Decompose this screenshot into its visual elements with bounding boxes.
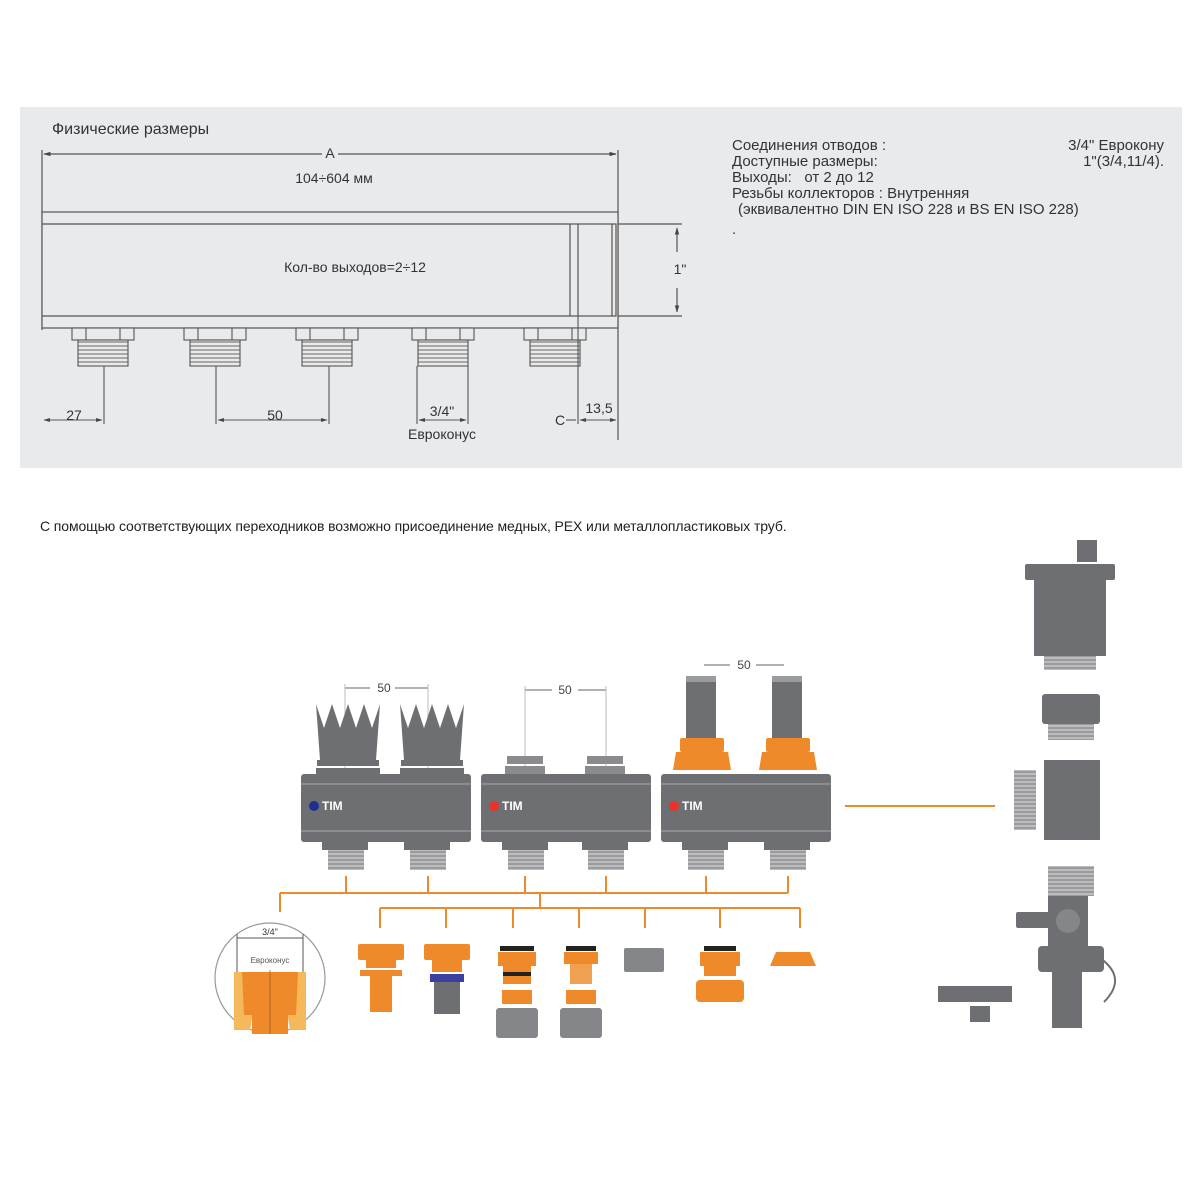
brand-label: TIM [682,799,703,813]
dimension-a-label: A [325,145,335,161]
adapter-multilayer [424,944,470,1014]
manifold-red-2: TIM [661,676,831,870]
spec-label: Доступные размеры: [732,153,878,170]
status-dot [489,801,499,811]
outlet-fitting [523,327,587,367]
dimension-thread: 3/4" [430,403,454,419]
spec-value: 3/4" Евроконy [1068,137,1164,154]
outlet-fittings [71,327,587,367]
spec-row: Доступные размеры: 1"(3/4,11/4). [732,154,1164,170]
spec-label: Соединения отводов : [732,137,886,154]
spec-value: 1"(3/4,11/4). [1083,153,1164,170]
manifold-dimension-drawing [41,150,682,440]
spec-label: Выходы: от 2 до 12 [732,169,874,186]
spec-row: . [732,222,1164,238]
spec-label: (эквивалентно DIN EN ISO 228 и BS EN ISO… [738,201,1079,218]
dimension-27: 27 [66,407,82,423]
outlets-count-label: Кол-во выходов=2÷12 [284,259,426,275]
eurocone-detail-circle [214,922,326,1034]
adapter-plug [624,948,664,972]
spec-row: Выходы: от 2 до 12 [732,170,1164,186]
adapter-compression-2 [560,946,602,1038]
air-vent-drain-assembly [938,540,1116,1028]
manifold-body-outline [41,211,619,329]
spec-row: Резьбы коллекторов : Внутренняя [732,186,1164,202]
physical-dimensions-title: Физические размеры [52,121,210,138]
adapter-branch-lines [279,876,801,928]
spacing-label: 50 [737,658,751,672]
spec-label: Резьбы коллекторов : Внутренняя [732,185,970,202]
brand-label: TIM [502,799,523,813]
spec-trailing-mark: . [732,221,737,238]
dimension-13-5: 13,5 [585,400,612,416]
specifications-list: Соединения отводов : 3/4" Евроконy Досту… [732,138,1164,238]
lower-dimension-lines [43,316,617,424]
adapter-seal [770,952,816,966]
outlet-fitting [411,327,475,367]
brand-label: TIM [322,799,343,813]
detail-size-label: 3/4" [262,927,278,937]
adapter-compression-1 [496,946,538,1038]
dimension-c: C [555,412,565,428]
height-label: 1" [674,261,687,277]
outlet-fitting [183,327,247,367]
status-dot [309,801,319,811]
manifold-red-1: TIM [481,756,651,870]
spacing-label: 50 [377,681,391,695]
adapter-pex-insert [358,944,404,1012]
length-range-label: 104÷604 мм [295,170,373,186]
spec-row: Соединения отводов : 3/4" Евроконy [732,138,1164,154]
thread-type-label: Евроконус [408,426,476,442]
dimension-50: 50 [267,407,283,423]
spacing-label: 50 [558,683,572,697]
spec-row: (эквивалентно DIN EN ISO 228 и BS EN ISO… [732,202,1164,218]
end-socket [569,223,617,317]
outlet-fitting [71,327,135,367]
adapters-caption: С помощью соответствующих переходников в… [40,518,787,534]
detail-type-label: Евроконус [251,956,290,965]
adapter-copper [696,946,744,1002]
status-dot [669,801,679,811]
manifold-blue: TIM [301,704,471,870]
outlet-fitting [295,327,359,367]
